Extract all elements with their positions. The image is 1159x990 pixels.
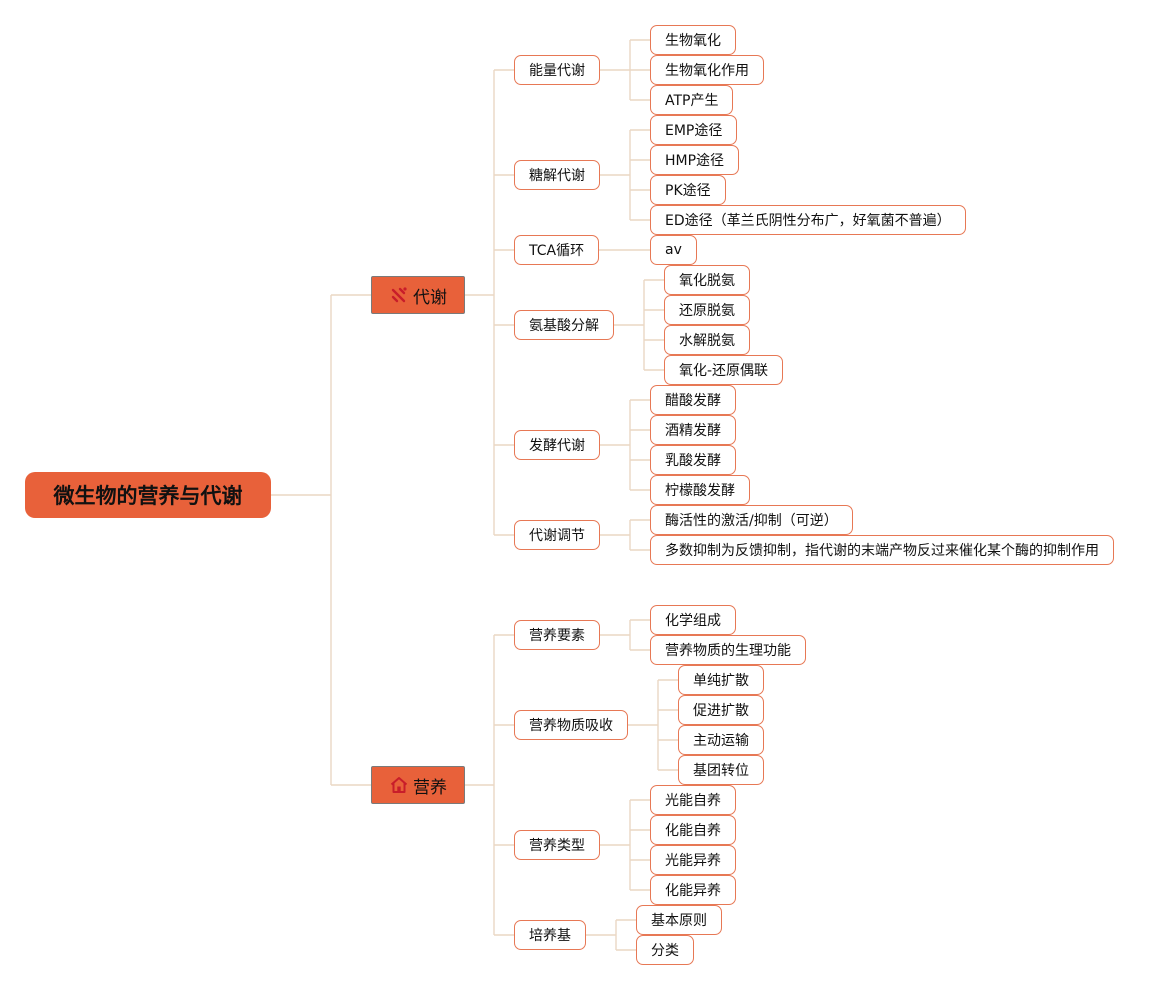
root-node[interactable]: 微生物的营养与代谢 xyxy=(25,472,271,518)
topic-node[interactable]: 营养要素 xyxy=(514,620,600,650)
leaf-node[interactable]: 醋酸发酵 xyxy=(650,385,736,415)
topic-node[interactable]: 培养基 xyxy=(514,920,586,950)
leaf-node[interactable]: 化能异养 xyxy=(650,875,736,905)
leaf-node[interactable]: 主动运输 xyxy=(678,725,764,755)
leaf-node[interactable]: 光能自养 xyxy=(650,785,736,815)
topic-node[interactable]: 代谢调节 xyxy=(514,520,600,550)
branch-nutrition[interactable]: 营养 xyxy=(371,766,465,804)
leaf-node[interactable]: av xyxy=(650,235,697,265)
leaf-node[interactable]: 酒精发酵 xyxy=(650,415,736,445)
branch-label: 代谢 xyxy=(413,287,447,308)
topic-node[interactable]: 发酵代谢 xyxy=(514,430,600,460)
leaf-node[interactable]: 化能自养 xyxy=(650,815,736,845)
leaf-node[interactable]: 还原脱氨 xyxy=(664,295,750,325)
leaf-node[interactable]: 单纯扩散 xyxy=(678,665,764,695)
leaf-node[interactable]: 生物氧化作用 xyxy=(650,55,764,85)
leaf-node[interactable]: EMP途径 xyxy=(650,115,738,145)
leaf-node[interactable]: 光能异养 xyxy=(650,845,736,875)
leaf-node[interactable]: 氧化脱氨 xyxy=(664,265,750,295)
topic-node[interactable]: 营养类型 xyxy=(514,830,600,860)
leaf-node[interactable]: 水解脱氨 xyxy=(664,325,750,355)
home-icon xyxy=(389,775,409,795)
leaf-node[interactable]: 多数抑制为反馈抑制，指代谢的末端产物反过来催化某个酶的抑制作用 xyxy=(650,535,1114,565)
leaf-node[interactable]: HMP途径 xyxy=(650,145,740,175)
leaf-node[interactable]: ATP产生 xyxy=(650,85,734,115)
branch-label: 营养 xyxy=(413,777,447,798)
branch-metabolism[interactable]: 代谢 xyxy=(371,276,465,314)
topic-node[interactable]: 氨基酸分解 xyxy=(514,310,614,340)
leaf-node[interactable]: 基团转位 xyxy=(678,755,764,785)
topic-node[interactable]: TCA循环 xyxy=(514,235,600,265)
leaf-node[interactable]: PK途径 xyxy=(650,175,726,205)
topic-node[interactable]: 能量代谢 xyxy=(514,55,600,85)
leaf-node[interactable]: 生物氧化 xyxy=(650,25,736,55)
topic-node[interactable]: 营养物质吸收 xyxy=(514,710,628,740)
leaf-node[interactable]: 促进扩散 xyxy=(678,695,764,725)
leaf-node[interactable]: 基本原则 xyxy=(636,905,722,935)
leaf-node[interactable]: 分类 xyxy=(636,935,694,965)
leaf-node[interactable]: 酶活性的激活/抑制（可逆） xyxy=(650,505,853,535)
leaf-node[interactable]: 乳酸发酵 xyxy=(650,445,736,475)
leaf-node[interactable]: 柠檬酸发酵 xyxy=(650,475,750,505)
leaf-node[interactable]: 化学组成 xyxy=(650,605,736,635)
topic-node[interactable]: 糖解代谢 xyxy=(514,160,600,190)
leaf-node[interactable]: ED途径（革兰氏阴性分布广，好氧菌不普遍） xyxy=(650,205,966,235)
sparkle-icon xyxy=(389,285,409,305)
leaf-node[interactable]: 营养物质的生理功能 xyxy=(650,635,806,665)
leaf-node[interactable]: 氧化-还原偶联 xyxy=(664,355,784,385)
